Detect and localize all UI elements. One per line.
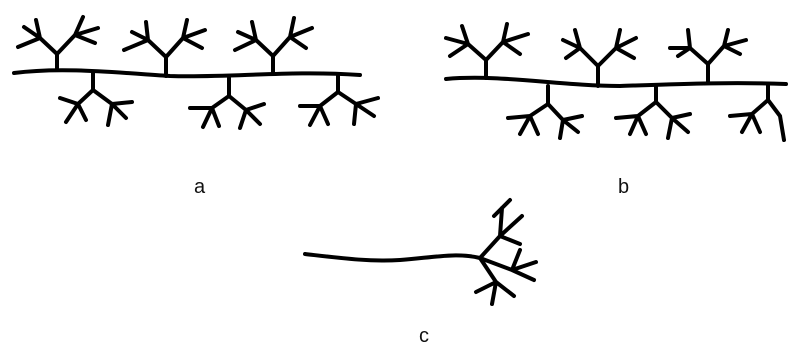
panel-a-upper-branch-3 [233, 16, 314, 75]
panel-b-lower-branch-2 [614, 83, 692, 140]
panel-c-label: c [419, 325, 429, 347]
panel-a-drawing [12, 15, 380, 130]
panel-b-lower-branch-3 [728, 82, 786, 142]
panel-a-lower-branch-2 [188, 76, 266, 130]
panel-b-upper-branch-2 [561, 28, 638, 88]
panel-b-drawing [444, 22, 788, 142]
panel-b-lower-branch-1 [506, 84, 584, 140]
panel-a-upper-branch-2 [122, 18, 207, 78]
panel-a-lower-branch-3 [298, 73, 380, 127]
panel-a-lower-branch-1 [58, 71, 134, 127]
panel-a-label: a [194, 176, 206, 198]
panel-b-label: b [618, 176, 630, 198]
panel-a-upper-branch-1 [16, 15, 100, 72]
panel-a-main-stem [12, 68, 362, 79]
panel-c-axon [303, 252, 482, 263]
panel-c-drawing [303, 198, 538, 306]
panel-b-upper-branch-1 [444, 22, 530, 80]
panel-c-terminal-branches [474, 198, 538, 306]
panel-b-main-stem [444, 75, 788, 88]
panel-b-upper-branch-3 [668, 28, 748, 84]
